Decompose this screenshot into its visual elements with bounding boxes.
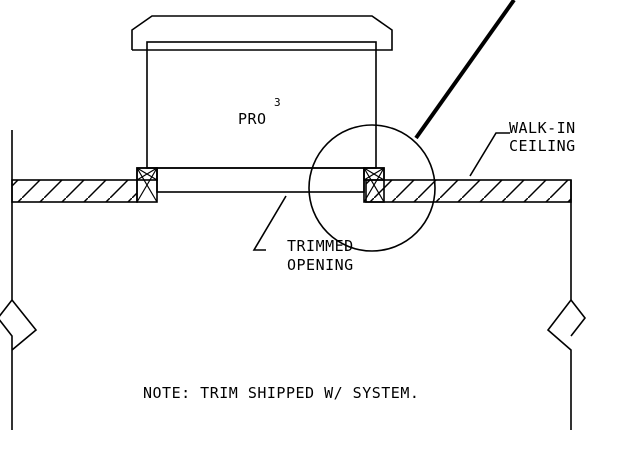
right-wall (546, 180, 587, 430)
opening-label-line1: TRIMMED (287, 237, 354, 255)
ceiling-right-slab (365, 179, 572, 203)
ceiling-left-slab (11, 179, 138, 203)
detail-circle (308, 124, 436, 252)
left-wall (0, 130, 38, 430)
trimmed-opening (156, 167, 365, 193)
opening-leader (252, 195, 287, 251)
note-text: NOTE: TRIM SHIPPED W/ SYSTEM. (143, 384, 419, 402)
ceiling-label-line1: WALK-IN (509, 119, 576, 137)
detail-leader-line (414, 0, 516, 140)
opening-label-line2: OPENING (287, 256, 354, 274)
ceiling-label-line2: CEILING (509, 137, 576, 155)
unit-label: PRO (238, 110, 267, 128)
ceiling-leader (469, 132, 510, 177)
pro3-unit (131, 15, 393, 169)
trim-block-left (136, 167, 158, 203)
unit-superscript: 3 (274, 96, 281, 109)
